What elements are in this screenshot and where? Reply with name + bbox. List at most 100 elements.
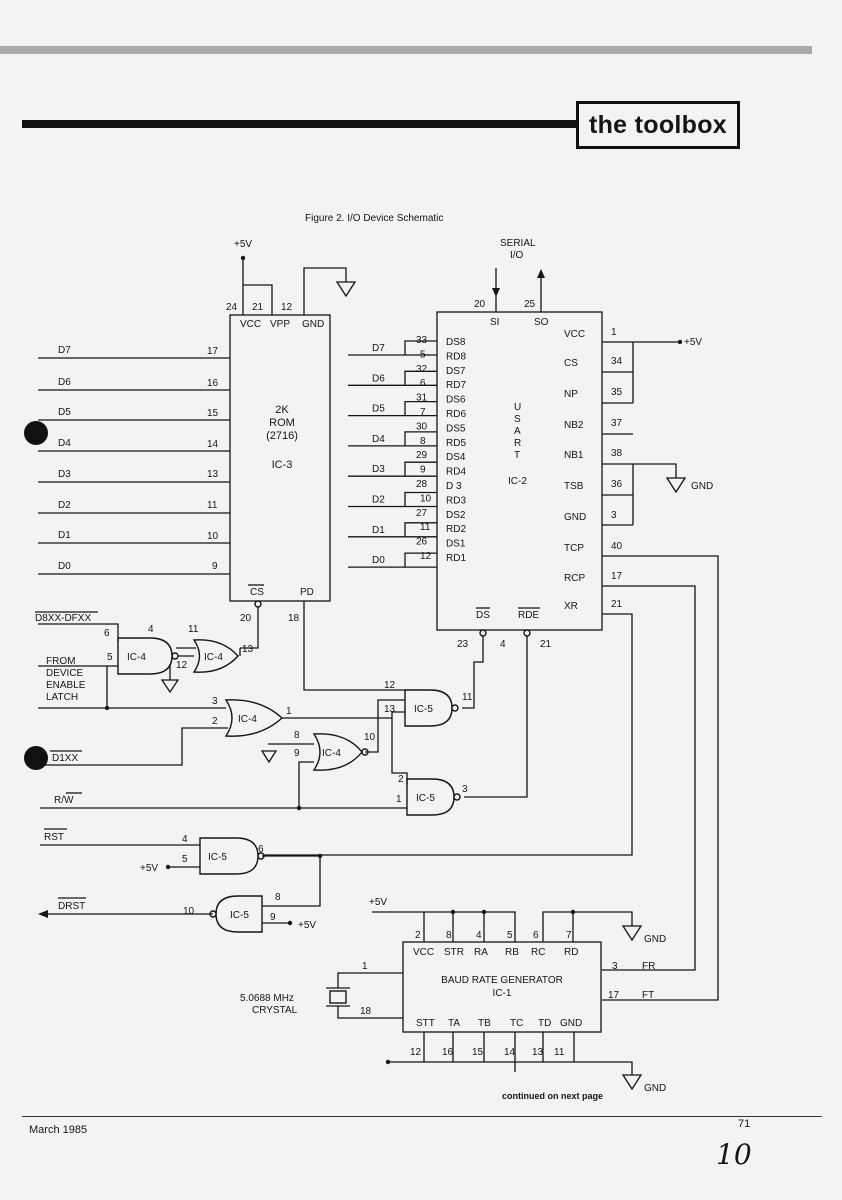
- ground-symbol: [665, 477, 687, 494]
- rom-pin-num: 14: [207, 439, 219, 450]
- usart-left-pin-label: RD5: [446, 438, 466, 449]
- brg-bottom-pin-label: GND: [560, 1018, 582, 1029]
- brg-top-pin-label: VCC: [413, 947, 434, 958]
- usart-left-pin-label: RD3: [446, 495, 466, 506]
- usart-pin-num: 9: [420, 465, 426, 476]
- brg-bottom-pin-label: TA: [448, 1018, 460, 1029]
- gate-pin-num: 5: [182, 854, 188, 865]
- usart-pin-num: 7: [420, 407, 426, 418]
- usart-pin-num: 40: [611, 541, 623, 552]
- rom-pin-num: 12: [281, 302, 293, 313]
- gate-pin-num: 10: [364, 732, 376, 743]
- data-line-label: D1: [58, 530, 71, 541]
- gate-pin-num: 10: [183, 906, 195, 917]
- binder-hole: [24, 746, 48, 770]
- brg-top-pin-label: STR: [444, 947, 464, 958]
- usart-data-line-label: D1: [372, 525, 385, 536]
- scan-edge: [0, 46, 812, 54]
- usart-pin-num: 17: [611, 571, 623, 582]
- rom-type: ROM: [269, 417, 295, 429]
- ground-symbol: [260, 750, 278, 764]
- gate-pin-num: 6: [258, 844, 264, 855]
- section-tag: the toolbox: [576, 101, 740, 149]
- brg-output-fr: FR: [642, 961, 655, 972]
- brg-output-ft: FT: [642, 990, 654, 1001]
- gate-pin-num: 8: [294, 730, 300, 741]
- binder-hole: [24, 421, 48, 445]
- brg-pin-num: 5: [507, 930, 513, 941]
- gate-label: IC-5: [416, 793, 435, 804]
- rom-data-pins: 17 16 15 14 13 11 10 9: [207, 346, 219, 572]
- gate-pin-num: 11: [188, 624, 199, 635]
- signal-d8xx: D8XX-DFXX: [35, 613, 91, 624]
- brg-pin-num: 1: [362, 961, 368, 972]
- brg-ref: IC-1: [493, 988, 512, 999]
- usart-letter: S: [514, 414, 521, 425]
- brg-top-pin-label: RC: [531, 947, 545, 958]
- brg-title: BAUD RATE GENERATOR: [441, 975, 563, 986]
- gate-label: IC-4: [238, 714, 257, 725]
- usart-pin-num: 35: [611, 387, 623, 398]
- usart-pin-si: SI: [490, 317, 499, 328]
- serial-label: SERIAL: [500, 238, 536, 249]
- brg-pin-num: 16: [442, 1047, 454, 1058]
- usart-left-pin-label: DS7: [446, 366, 466, 377]
- brg-pin-num: 14: [504, 1047, 516, 1058]
- gate-pin-num: 6: [104, 628, 110, 639]
- gate-ic5-a: IC-5: [404, 689, 459, 727]
- brg-ic1-box: [402, 941, 602, 1033]
- usart-ref: IC-2: [508, 476, 527, 487]
- usart-pin-ds: DS: [476, 610, 490, 621]
- usart-ground: GND: [691, 481, 713, 492]
- usart-right-pin-label: CS: [564, 358, 578, 369]
- gate-label: IC-5: [230, 910, 249, 921]
- brg-pin-num: 13: [532, 1047, 544, 1058]
- usart-left-pin-label: DS5: [446, 423, 466, 434]
- usart-pin-num: 11: [420, 522, 431, 533]
- brg-top-pin-label: RB: [505, 947, 519, 958]
- gate-pin-num: 12: [176, 660, 188, 671]
- usart-pin-num: 6: [420, 378, 426, 389]
- gate-ic4-c: IC-4: [224, 699, 284, 737]
- usart-left-pin-label: RD2: [446, 524, 466, 535]
- usart-pin-num: 21: [540, 639, 552, 650]
- usart-left-pin-label: RD8: [446, 351, 466, 362]
- brg-pin-num: 15: [472, 1047, 484, 1058]
- ground-symbol: [335, 281, 357, 298]
- usart-data-line-label: D0: [372, 555, 385, 566]
- rom-pin-num: 11: [207, 500, 218, 511]
- gate-pin-num: 13: [242, 644, 254, 655]
- brg-pin-num: 18: [360, 1006, 372, 1017]
- brg-bottom-pin-label: TC: [510, 1018, 523, 1029]
- gate-ic5-c: IC-5: [199, 837, 265, 875]
- gate-pin-num: 3: [462, 784, 468, 795]
- gate-pin-num: 8: [275, 892, 281, 903]
- handwritten-mark: 10: [716, 1138, 752, 1171]
- usart-left-pin-label: DS8: [446, 337, 466, 348]
- usart-right-pin-label: NB1: [564, 450, 584, 461]
- brg-ground: GND: [644, 934, 666, 945]
- usart-left-pins: DS833RD85DS732RD76DS631RD67DS530RD58DS42…: [416, 335, 466, 564]
- usart-left-pin-label: DS1: [446, 539, 466, 550]
- rom-pin-num: 16: [207, 378, 219, 389]
- usart-power: +5V: [684, 337, 702, 348]
- usart-data-line-label: D2: [372, 495, 385, 506]
- brg-pin-num: 17: [608, 990, 620, 1001]
- header-rule: [22, 120, 578, 128]
- gate-pin-num: 4: [182, 834, 188, 845]
- gate-label: IC-4: [322, 748, 341, 759]
- gate-ic4-d: IC-4: [312, 733, 369, 771]
- usart-pin-num: 36: [611, 479, 623, 490]
- gate-ic4-a: IC-4: [117, 637, 179, 675]
- rom-pin-gnd: GND: [302, 319, 324, 330]
- rom-pin-num: 18: [288, 613, 300, 624]
- signal-from: FROM: [46, 656, 75, 667]
- usart-data-line-label: D5: [372, 404, 385, 415]
- usart-pin-num: 8: [420, 436, 426, 447]
- rom-size: 2K: [275, 404, 289, 416]
- data-line-label: D4: [58, 438, 71, 449]
- footer-rule: [22, 1116, 822, 1117]
- rom-pin-num: 21: [252, 302, 264, 313]
